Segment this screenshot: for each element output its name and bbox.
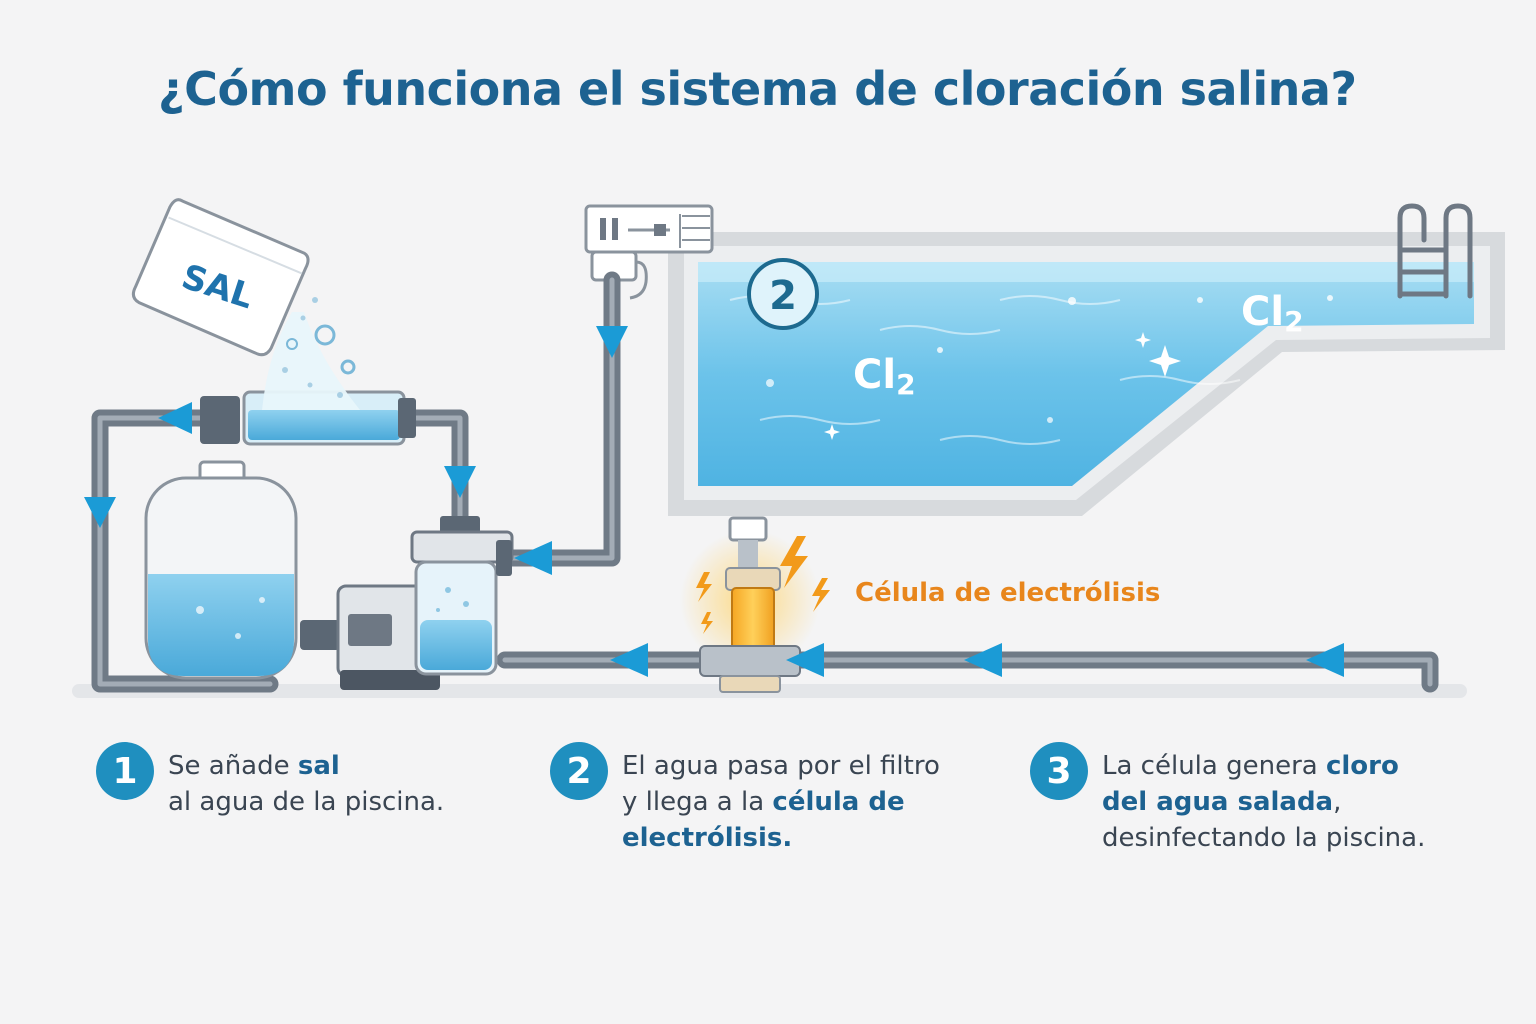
step-text: Se añade sal al agua de la piscina. [168, 751, 445, 817]
step-1: 1 Se añade sal al agua de la piscina. [96, 742, 444, 820]
salt-bag-icon: SAL [131, 198, 310, 357]
pool-step-marker: 2 [747, 258, 819, 330]
step-number: 3 [1030, 742, 1088, 800]
chlorine-label: Cl2 [853, 352, 916, 401]
arrow-left-icon [610, 643, 648, 677]
pool-ladder-icon [1397, 203, 1473, 299]
sparkle-icon [824, 332, 1181, 440]
lightning-icon [696, 536, 830, 634]
pool [668, 232, 1505, 516]
step-text: El agua pasa por el filtro y llega a la … [622, 751, 940, 853]
electrolysis-cell-label: Célula de electrólisis [855, 578, 1161, 608]
chlorine-label: Cl2 [1241, 289, 1304, 338]
arrow-down-icon [84, 497, 116, 528]
flow-arrows [84, 326, 1344, 677]
arrow-left-icon [158, 402, 192, 434]
salt-stream [262, 297, 360, 410]
arrow-left-icon [964, 643, 1002, 677]
svg-text:2: 2 [769, 273, 797, 319]
step-3: 3 La célula genera cloro del agua salada… [1030, 742, 1425, 856]
arrow-left-icon [786, 643, 824, 677]
step-number: 2 [550, 742, 608, 800]
control-panel-icon [584, 204, 714, 300]
filter-tank [144, 460, 298, 680]
arrow-left-icon [514, 541, 552, 575]
arrow-left-icon [1306, 643, 1344, 677]
arrow-down-icon [596, 326, 628, 358]
pump-basket [410, 516, 514, 676]
arrow-down-icon [444, 466, 476, 498]
step-number: 1 [96, 742, 154, 800]
step-text: La célula genera cloro del agua salada, … [1102, 751, 1426, 853]
step-2: 2 El agua pasa por el filtro y llega a l… [550, 742, 940, 856]
page-title: ¿Cómo funciona el sistema de cloración s… [158, 62, 1357, 116]
pump-motor [300, 584, 440, 690]
